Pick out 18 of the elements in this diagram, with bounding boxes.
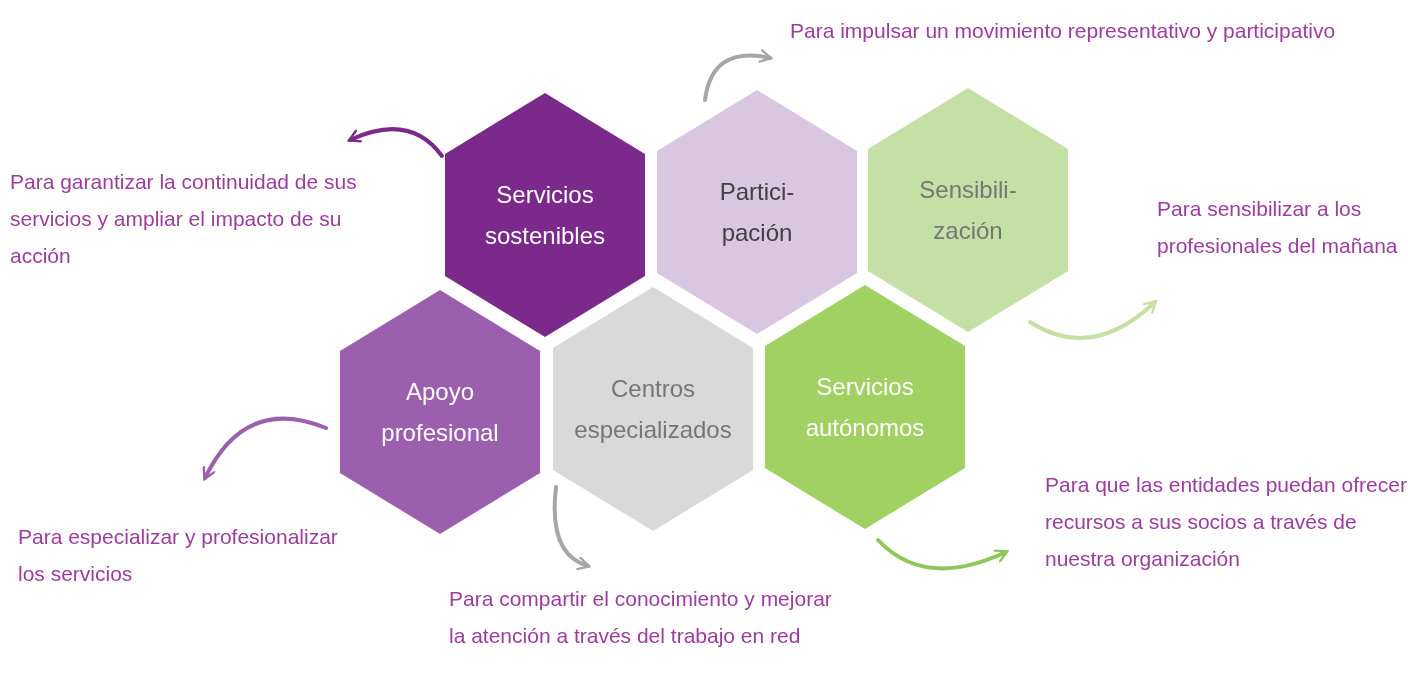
curved-arrow (1028, 300, 1158, 340)
description-text: Para compartir el conocimiento y mejorar la atención a través del trabajo en red (449, 580, 849, 654)
curved-arrow (703, 49, 773, 102)
hexagon-label: Apoyo profesional (380, 377, 500, 448)
curved-arrow (347, 127, 444, 158)
hexagon-label: Sensibili- zación (918, 175, 1018, 246)
hexagon-label: Servicios autónomos (804, 372, 926, 443)
hexagon-label: Partici- pación (718, 177, 796, 248)
description-text: Para especializar y profesionalizar los servicios (18, 518, 348, 592)
curved-arrow (203, 416, 328, 481)
curved-arrow (552, 485, 591, 570)
description-text: Para garantizar la continuidad de sus servicios y ampliar el impacto de su acción (10, 163, 370, 274)
hexagon-label: Centros especializados (573, 374, 733, 445)
hexagon-label: Servicios sostenibles (483, 180, 607, 251)
description-text: Para sensibilizar a los profesionales del mañana (1157, 190, 1407, 264)
description-text: Para impulsar un movimiento representativo y participativo (790, 12, 1360, 49)
description-text: Para que las entidades puedan ofrecer recursos a sus socios a través de nuestra organización (1045, 466, 1407, 577)
curved-arrow (876, 538, 1009, 571)
